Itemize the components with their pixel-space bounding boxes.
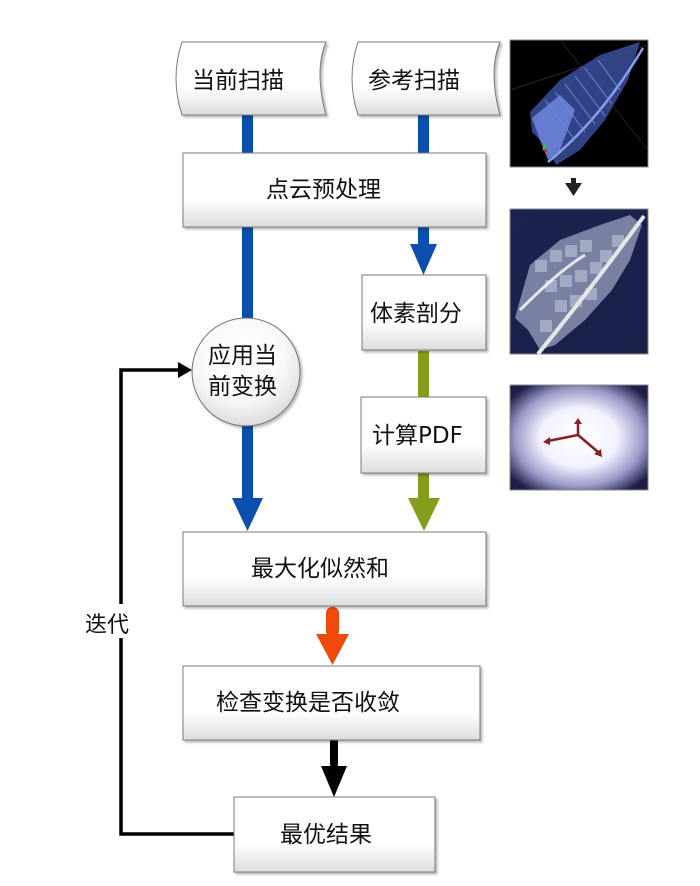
node-best-result-label: 最优结果 (280, 822, 372, 848)
arrow-pdf-to-maximize (408, 473, 440, 531)
thumbnail-down-arrow (565, 178, 582, 196)
arrow-preprocess-to-apply (242, 226, 253, 324)
node-reference-scan-label: 参考扫描 (368, 68, 460, 94)
arrow-apply-to-maximize (232, 424, 263, 531)
arrow-reference-to-preprocess (418, 112, 429, 156)
iterate-label: 迭代 (85, 613, 129, 638)
node-maximize-likelihood[interactable] (182, 531, 487, 607)
node-apply-transform-line1: 应用当 (208, 343, 277, 369)
arrow-iterate-loop (119, 362, 234, 836)
thumbnail-pdf (509, 384, 649, 491)
node-preprocess[interactable] (182, 152, 487, 228)
node-best-result[interactable] (233, 796, 436, 873)
thumbnail-voxel-grid (509, 208, 649, 356)
arrow-check-to-result (321, 738, 347, 797)
node-compute-pdf-label: 计算PDF (372, 423, 463, 449)
node-apply-transform[interactable] (191, 317, 301, 427)
node-current-scan-label: 当前扫描 (192, 68, 284, 94)
arrow-maximize-to-check (316, 607, 349, 665)
node-check-convergence[interactable] (182, 665, 481, 741)
arrow-preprocess-to-voxelize (410, 226, 437, 275)
arrow-current-to-preprocess (242, 112, 253, 156)
node-maximize-likelihood-label: 最大化似然和 (251, 556, 389, 582)
node-preprocess-label: 点云预处理 (266, 177, 381, 203)
node-compute-pdf[interactable] (360, 396, 487, 474)
node-current-scan[interactable] (175, 41, 327, 116)
node-voxelize-label: 体素剖分 (370, 301, 462, 327)
node-voxelize[interactable] (361, 274, 487, 351)
node-check-convergence-label: 检查变换是否收敛 (216, 690, 400, 716)
thumbnail-point-cloud (509, 39, 649, 168)
node-apply-transform-line2: 前变换 (208, 374, 277, 400)
arrow-voxelize-to-pdf (418, 351, 429, 398)
node-reference-scan[interactable] (351, 41, 501, 116)
